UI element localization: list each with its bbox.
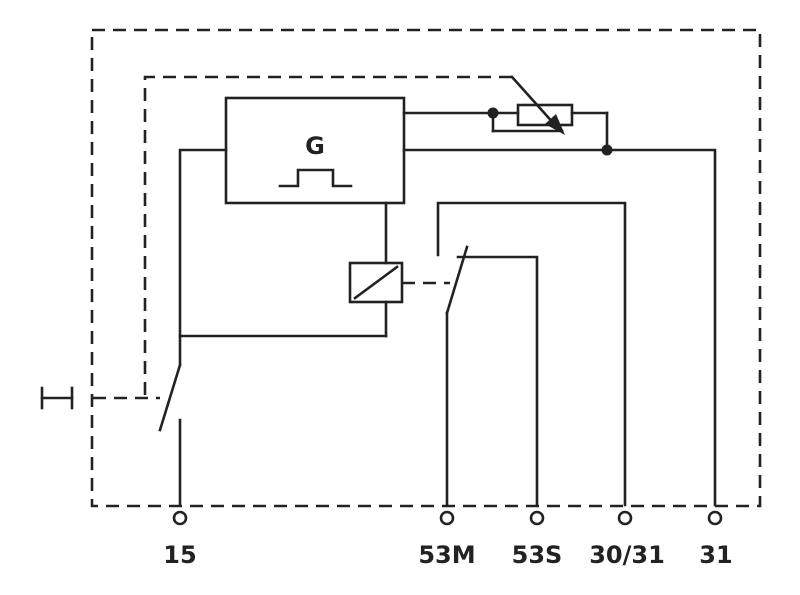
terminal-label-30-31: 30/31 (589, 541, 665, 569)
terminal-label-15: 15 (163, 541, 196, 569)
resistor-body (516, 103, 574, 127)
adjust-arrow-shaft (510, 75, 558, 128)
terminal-label-31: 31 (699, 541, 732, 569)
adjust-arrow-head (545, 114, 565, 135)
wire-terminal-31 (402, 148, 717, 507)
terminal-30-31[interactable] (617, 510, 633, 526)
mechanical-link-dashed (143, 75, 512, 395)
generator-label: G (305, 132, 325, 160)
pulse-symbol (278, 168, 353, 188)
terminal-53S[interactable] (529, 510, 545, 526)
junction-dot (487, 107, 499, 119)
wire-supply-switch (178, 148, 228, 367)
main-switch-blade[interactable] (158, 363, 182, 432)
terminal-53M[interactable] (439, 510, 455, 526)
terminal-label-53M: 53M (418, 541, 475, 569)
terminal-31[interactable] (707, 510, 723, 526)
terminal-label-53S: 53S (512, 541, 563, 569)
wire-terminal-53S (456, 255, 539, 507)
housing-outline (90, 28, 762, 508)
terminal-15[interactable] (172, 510, 188, 526)
relay-coil-diagonal (353, 265, 399, 300)
wire-terminal-30-31 (436, 201, 627, 507)
